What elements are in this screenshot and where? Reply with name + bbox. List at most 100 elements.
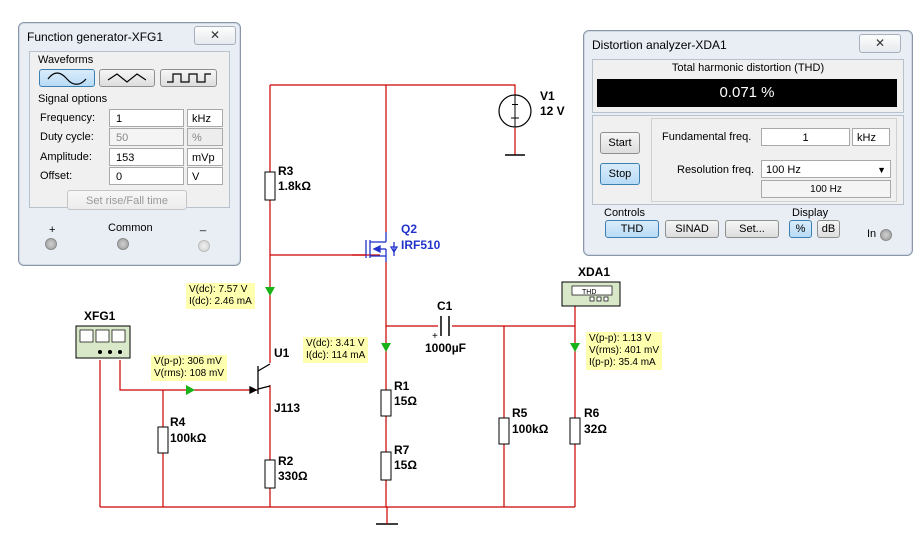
- percent-button[interactable]: %: [789, 220, 812, 238]
- duty-cycle-label: Duty cycle:: [40, 131, 94, 143]
- resistor-r2[interactable]: [264, 459, 276, 489]
- frequency-label: Frequency:: [40, 112, 96, 124]
- resistor-r7[interactable]: [380, 451, 392, 481]
- minus-terminal-label: _: [200, 220, 207, 232]
- r4-name: R4: [170, 415, 186, 429]
- db-button[interactable]: dB: [817, 220, 840, 238]
- u1-value: J113: [274, 401, 300, 415]
- r7-name: R7: [394, 443, 410, 457]
- r1-name: R1: [394, 379, 410, 393]
- fundamental-freq-input[interactable]: 1: [761, 128, 850, 146]
- plus-terminal[interactable]: [45, 238, 57, 250]
- resolution-freq-select[interactable]: 100 Hz ▼: [761, 160, 891, 178]
- r2-name: R2: [278, 454, 294, 468]
- close-button[interactable]: ✕: [859, 34, 901, 53]
- mosfet-q2[interactable]: [352, 232, 399, 262]
- resistor-r1[interactable]: [380, 389, 392, 417]
- controls-label: Controls: [604, 207, 645, 219]
- probe4-vrms: V(rms): 401 mV: [589, 345, 660, 356]
- start-button[interactable]: Start: [600, 132, 640, 154]
- probe-readout-1: V(dc): 7.57 V I(dc): 2.46 mA: [186, 283, 255, 309]
- fundamental-freq-label: Fundamental freq.: [662, 131, 752, 143]
- probe1-idc: I(dc): 2.46 mA: [189, 296, 252, 307]
- sine-wave-button[interactable]: [39, 69, 95, 87]
- offset-unit[interactable]: V: [187, 167, 223, 185]
- fg-settings-panel: Waveforms Signal options Frequency: 1 kH…: [29, 51, 230, 208]
- v1-source[interactable]: [498, 94, 532, 128]
- frequency-input[interactable]: 1: [109, 109, 184, 127]
- probe4-ipp: I(p-p): 35.4 mA: [589, 357, 656, 368]
- signal-options-label: Signal options: [38, 93, 108, 105]
- waveforms-label: Waveforms: [38, 54, 94, 66]
- probe3-vrms: V(rms): 108 mV: [154, 368, 225, 379]
- v1-value: 12 V: [540, 104, 565, 118]
- set-button[interactable]: Set...: [725, 220, 779, 238]
- resolution-freq-label: Resolution freq.: [677, 164, 755, 176]
- thd-readout: 0.071 %: [597, 79, 897, 107]
- triangle-wave-button[interactable]: [99, 69, 155, 87]
- probe2-idc: I(dc): 114 mA: [306, 350, 366, 361]
- input-terminal[interactable]: [880, 229, 892, 241]
- xda1-instrument[interactable]: THD: [561, 281, 621, 307]
- resistor-r4[interactable]: [157, 426, 169, 454]
- common-terminal[interactable]: [117, 238, 129, 250]
- probe-readout-2: V(dc): 3.41 V I(dc): 114 mA: [303, 337, 369, 363]
- probe1-vdc: V(dc): 7.57 V: [189, 284, 248, 295]
- square-wave-button[interactable]: [160, 69, 217, 87]
- offset-input[interactable]: 0: [109, 167, 184, 185]
- r6-value: 32Ω: [584, 422, 607, 436]
- resistor-r5[interactable]: [498, 417, 510, 445]
- distortion-analyzer-window[interactable]: Distortion analyzer-XDA1 ✕ Total harmoni…: [583, 30, 913, 256]
- set-rise-fall-time-button[interactable]: Set rise/Fall time: [67, 190, 187, 210]
- plus-terminal-label: +: [49, 224, 56, 236]
- xda1-screen-label: THD: [582, 289, 596, 296]
- probe4-vpp: V(p-p): 1.13 V: [589, 333, 652, 344]
- q2-value: IRF510: [401, 238, 441, 252]
- xfg1-label: XFG1: [84, 309, 116, 323]
- input-terminal-label: In: [867, 228, 877, 240]
- minus-terminal[interactable]: [198, 240, 210, 252]
- r7-value: 15Ω: [394, 458, 417, 472]
- thd-header: Total harmonic distortion (THD): [671, 62, 825, 74]
- jfet-u1[interactable]: [249, 363, 271, 395]
- amplitude-label: Amplitude:: [40, 151, 92, 163]
- window-title: Function generator-XFG1: [27, 30, 164, 44]
- close-button[interactable]: ✕: [194, 26, 236, 45]
- r3-name: R3: [278, 164, 294, 178]
- r5-value: 100kΩ: [512, 422, 549, 436]
- xfg1-instrument[interactable]: [75, 325, 131, 359]
- sinad-button[interactable]: SINAD: [665, 220, 719, 238]
- probe3-vpp: V(p-p): 306 mV: [154, 356, 222, 367]
- frequency-settings-group: [651, 118, 897, 202]
- stop-button[interactable]: Stop: [600, 163, 640, 185]
- resistor-r3[interactable]: [264, 171, 276, 201]
- analyzer-settings-panel: Start Stop Fundamental freq. 1 kHz Resol…: [592, 115, 904, 205]
- u1-name: U1: [274, 346, 290, 360]
- probe-readout-3: V(p-p): 306 mV V(rms): 108 mV: [151, 355, 228, 381]
- resistor-r6[interactable]: [569, 417, 581, 445]
- resolution-freq-value: 100 Hz: [766, 164, 801, 176]
- thd-display-panel: Total harmonic distortion (THD) 0.071 %: [592, 59, 904, 113]
- offset-label: Offset:: [40, 170, 73, 182]
- triangle-wave-icon: [107, 73, 147, 83]
- q2-name: Q2: [401, 222, 417, 236]
- frequency-unit[interactable]: kHz: [187, 109, 223, 127]
- thd-button[interactable]: THD: [605, 220, 659, 238]
- c1-name: C1: [437, 299, 453, 313]
- r6-name: R6: [584, 406, 600, 420]
- chevron-down-icon: ▼: [877, 165, 886, 175]
- probe-markers: [186, 287, 580, 395]
- amplitude-input[interactable]: 153: [109, 148, 184, 166]
- capacitor-c1[interactable]: +: [432, 316, 450, 342]
- fundamental-freq-unit[interactable]: kHz: [852, 128, 890, 146]
- v1-name: V1: [540, 89, 555, 103]
- r4-value: 100kΩ: [170, 431, 207, 445]
- r5-name: R5: [512, 406, 528, 420]
- square-wave-icon: [167, 73, 211, 83]
- function-generator-window[interactable]: Function generator-XFG1 ✕ Waveforms Sign…: [18, 22, 241, 266]
- probe2-vdc: V(dc): 3.41 V: [306, 338, 365, 349]
- display-label: Display: [792, 207, 829, 219]
- amplitude-unit[interactable]: mVp: [187, 148, 223, 166]
- r2-value: 330Ω: [278, 469, 308, 483]
